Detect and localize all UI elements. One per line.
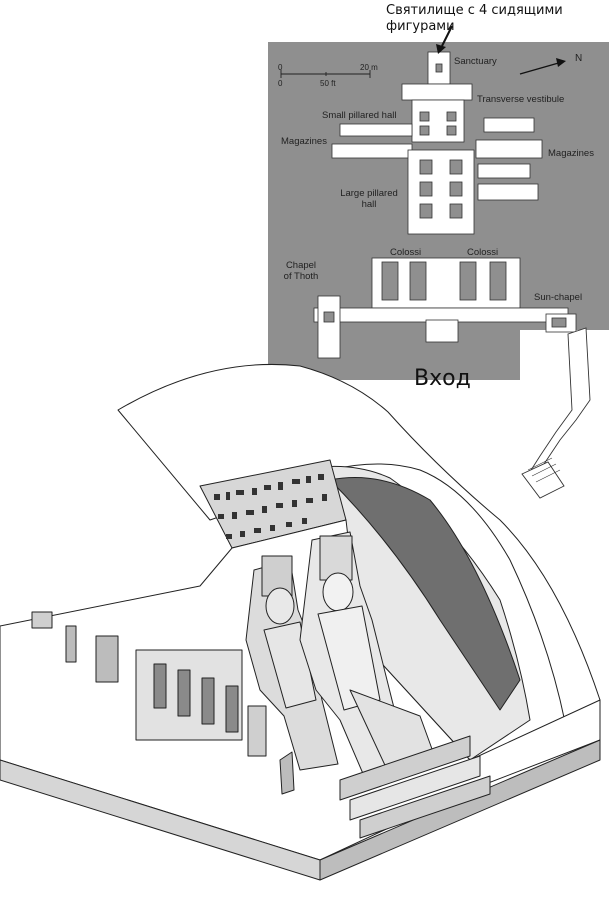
scale-ft-end: 50 ft xyxy=(320,79,336,88)
scale-ft-zero: 0 xyxy=(278,79,283,88)
scale-bar xyxy=(280,70,371,78)
label-large-pillared-hall: Large pillared hall xyxy=(334,188,404,210)
label-sanctuary: Sanctuary xyxy=(454,56,497,67)
annotation-line2: фигурами xyxy=(386,19,455,34)
label-sun-chapel: Sun-chapel xyxy=(534,292,583,303)
scale-m-end: 20 m xyxy=(360,63,378,72)
label-north: N xyxy=(575,53,583,64)
annotation-line1: Святилище с 4 сидящими xyxy=(386,3,563,18)
label-colossi-left: Colossi xyxy=(390,247,422,258)
temple-cutaway xyxy=(0,363,601,881)
vestibule-room xyxy=(401,83,473,101)
annotation-arrow-icon xyxy=(436,25,453,54)
north-arrow-icon xyxy=(519,58,566,75)
entrance-label: Вход xyxy=(414,366,471,391)
label-small-pillared-hall: Small pillared hall xyxy=(322,110,397,121)
label-large-pillared-hall-line1: Large pillared xyxy=(340,188,398,199)
entrance-steps xyxy=(339,735,491,839)
label-chapel-line1: Chapel xyxy=(285,260,317,271)
temple-floor-plan xyxy=(268,25,609,499)
label-transverse-vestibule: Transverse vestibule xyxy=(477,94,565,105)
plan-rooms xyxy=(313,51,577,359)
wall-opening xyxy=(31,611,53,629)
label-large-pillared-hall-line2: hall xyxy=(361,199,377,210)
label-magazines-right: Magazines xyxy=(548,148,594,159)
chapel-of-thoth xyxy=(317,295,341,359)
colossus-front xyxy=(299,531,437,777)
scale-m-zero: 0 xyxy=(278,63,283,72)
label-colossi-right: Colossi xyxy=(467,247,499,258)
large-hall-room xyxy=(407,149,475,235)
label-magazines-left: Magazines xyxy=(281,136,327,147)
label-chapel-line2: of Thoth xyxy=(283,271,319,282)
label-chapel-of-thoth: Chapel of Thoth xyxy=(280,260,322,282)
